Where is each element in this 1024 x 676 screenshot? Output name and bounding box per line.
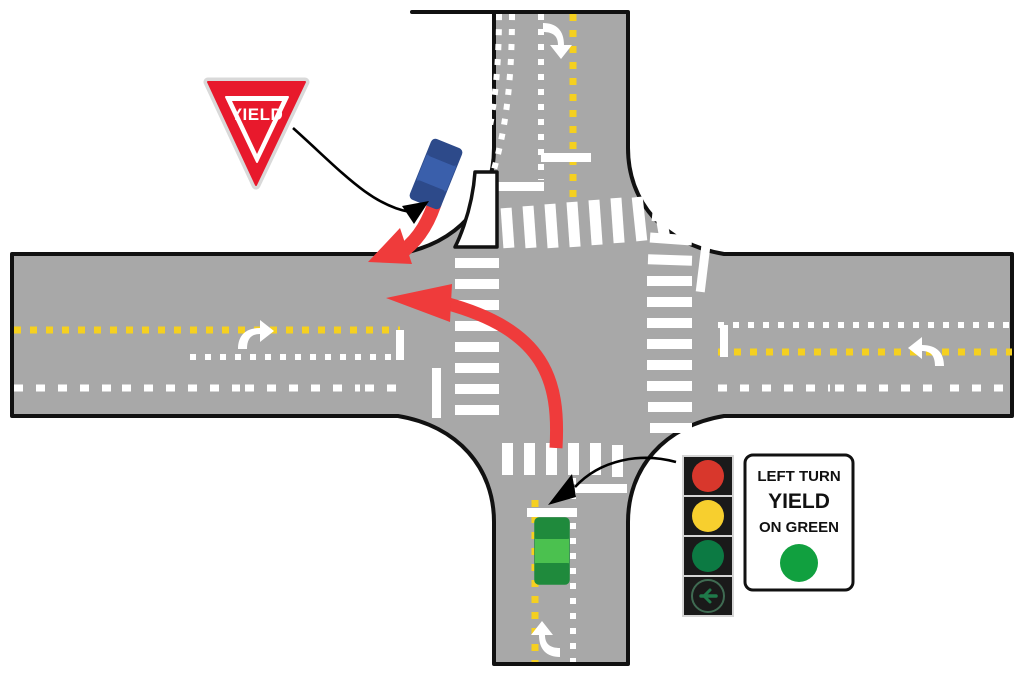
traffic-signal-head[interactable]	[682, 455, 734, 617]
green-ball-indicator-icon	[780, 544, 818, 582]
red-lens	[692, 460, 724, 492]
signal-section-green-left-arrow	[684, 577, 732, 615]
east-crosswalk	[647, 210, 714, 433]
green-car	[534, 517, 570, 585]
green-car-turn-path	[386, 284, 564, 449]
north-leg-markings	[463, 13, 591, 214]
west-crosswalk	[432, 258, 499, 418]
east-leg-markings	[718, 322, 1012, 392]
left-turn-yield-on-green-sign[interactable]: LEFT TURN YIELD ON GREEN	[743, 453, 855, 592]
north-stop-bar-left	[492, 182, 544, 191]
west-stop-bar	[396, 330, 404, 360]
west-left-turn-arrow	[238, 320, 274, 349]
east-stop-bar	[720, 325, 728, 357]
green-lens	[692, 540, 724, 572]
blue-car	[409, 138, 463, 210]
west-leg-markings	[14, 320, 405, 392]
signal-sign-pointer	[548, 456, 677, 505]
north-stop-bar-right	[541, 153, 591, 162]
channelizing-island	[453, 170, 499, 249]
east-approach-stop-bar	[695, 221, 714, 293]
south-stop-bar	[527, 508, 577, 517]
yellow-lens	[692, 500, 724, 532]
east-left-turn-arrow	[908, 337, 944, 366]
south-stop-bar-right	[575, 484, 627, 493]
yield-sign-label: YIELD	[231, 105, 284, 124]
signal-section-red-ball	[684, 457, 732, 495]
south-left-turn-arrow	[531, 621, 560, 657]
sign-line-2: YIELD	[768, 490, 830, 513]
sign-line-1: LEFT TURN	[757, 468, 840, 485]
yield-sign-pointer	[292, 127, 429, 224]
signal-section-green-ball	[684, 537, 732, 575]
west-approach-stop-bar	[432, 368, 441, 418]
north-lane-line-outer-2	[476, 13, 515, 214]
left-arrow-icon	[699, 588, 718, 604]
north-left-turn-arrow	[543, 23, 572, 59]
yield-sign[interactable]: YIELD	[203, 77, 310, 190]
sign-line-3: ON GREEN	[759, 519, 839, 536]
signal-section-yellow-ball	[684, 497, 732, 535]
